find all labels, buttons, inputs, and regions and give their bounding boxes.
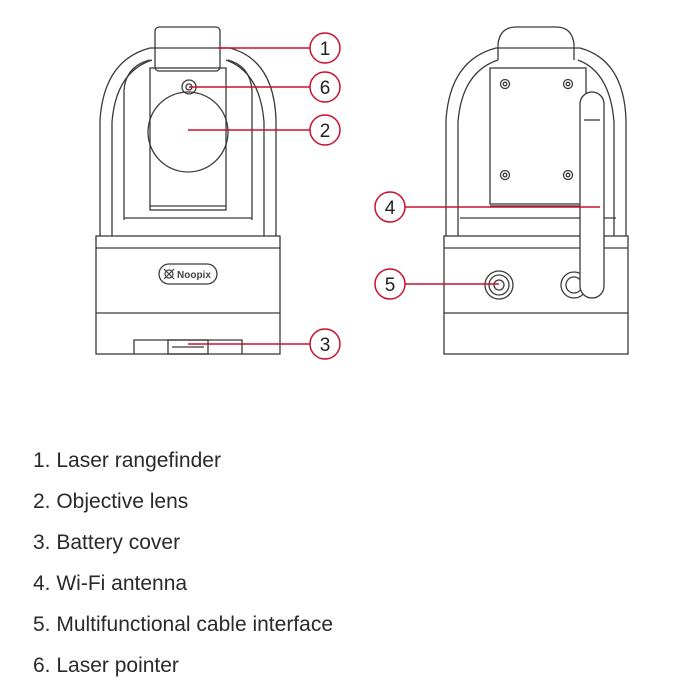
parts-legend: 1. Laser rangefinder 2. Objective lens 3… xyxy=(33,446,333,692)
callout-4-number: 4 xyxy=(385,198,396,219)
legend-item-battery-cover: 3. Battery cover xyxy=(33,531,181,554)
legend-item-laser-pointer: 6. Laser pointer xyxy=(33,654,179,677)
callout-3: 3 xyxy=(309,328,341,360)
callout-5: 5 xyxy=(374,268,406,300)
callout-2: 2 xyxy=(309,114,341,146)
brand-name: Noopix xyxy=(177,270,211,281)
legend-item-laser-rangefinder: 1. Laser rangefinder xyxy=(33,449,221,472)
front-view xyxy=(95,26,281,355)
callout-3-number: 3 xyxy=(320,335,331,356)
callout-5-number: 5 xyxy=(385,275,396,296)
noopix-logo-icon xyxy=(163,268,175,280)
back-view xyxy=(443,26,629,355)
callout-4: 4 xyxy=(374,191,406,223)
callout-lines xyxy=(188,47,600,345)
legend-item-cable-interface: 5. Multifunctional cable interface xyxy=(33,613,333,636)
callout-badges: 1 6 2 3 4 5 xyxy=(309,32,406,360)
legend-item-wifi-antenna: 4. Wi-Fi antenna xyxy=(33,572,188,595)
callout-1: 1 xyxy=(309,32,341,64)
wifi-antenna xyxy=(579,91,605,299)
device-diagram: Noopix xyxy=(95,26,629,360)
callout-6-number: 6 xyxy=(320,78,331,99)
legend-item-objective-lens: 2. Objective lens xyxy=(33,490,189,513)
callout-1-number: 1 xyxy=(320,39,331,60)
callout-6: 6 xyxy=(309,71,341,103)
callout-2-number: 2 xyxy=(320,121,331,142)
